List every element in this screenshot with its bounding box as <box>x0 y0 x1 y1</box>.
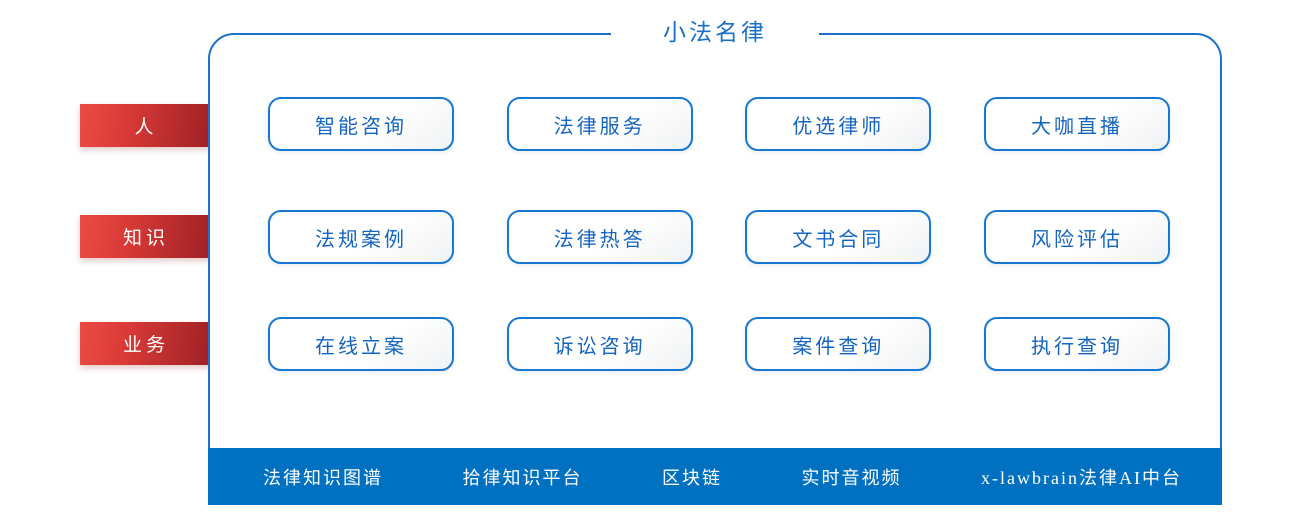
module-execution-inquiry: 执行查询 <box>983 317 1170 371</box>
module-regulations-cases: 法规案例 <box>268 210 454 264</box>
module-preferred-lawyers: 优选律师 <box>745 97 932 151</box>
module-legal-service: 法律服务 <box>506 97 693 151</box>
module-row-knowledge: 法规案例 法律热答 文书合同 风险评估 <box>210 210 1220 264</box>
capability-blockchain: 区块链 <box>662 467 722 488</box>
diagram-title: 小法名律 <box>611 19 819 47</box>
module-documents-contracts: 文书合同 <box>745 210 932 264</box>
category-ribbon-business: 业务 <box>80 322 212 365</box>
module-intelligent-consult: 智能咨询 <box>268 97 454 151</box>
capability-xlawbrain-ai: x-lawbrain法律AI中台 <box>981 467 1182 488</box>
module-online-filing: 在线立案 <box>268 317 454 371</box>
capability-legal-knowledge-graph: 法律知识图谱 <box>263 467 383 488</box>
category-ribbon-label: 知识 <box>122 228 169 249</box>
module-litigation-consult: 诉讼咨询 <box>506 317 693 371</box>
capability-shilv-knowledge-platform: 拾律知识平台 <box>462 467 583 488</box>
module-expert-livestream: 大咖直播 <box>983 97 1170 151</box>
module-row-business: 在线立案 诉讼咨询 案件查询 执行查询 <box>210 317 1220 371</box>
platform-capability-bar: 法律知识图谱 拾律知识平台 区块链 实时音视频 x-lawbrain法律AI中台 <box>208 448 1222 505</box>
module-case-inquiry: 案件查询 <box>745 317 932 371</box>
category-ribbon-label: 人 <box>134 117 158 138</box>
category-ribbon-label: 业务 <box>122 335 169 356</box>
module-row-people: 智能咨询 法律服务 优选律师 大咖直播 <box>210 97 1220 151</box>
capability-realtime-av: 实时音视频 <box>801 467 902 488</box>
category-ribbon-knowledge: 知识 <box>80 215 212 258</box>
category-ribbon-people: 人 <box>80 104 212 147</box>
module-risk-assessment: 风险评估 <box>983 210 1170 264</box>
module-legal-hot-answers: 法律热答 <box>506 210 693 264</box>
platform-panel: 小法名律 智能咨询 法律服务 优选律师 大咖直播 法规案例 法律热答 文书合同 … <box>208 19 1222 505</box>
